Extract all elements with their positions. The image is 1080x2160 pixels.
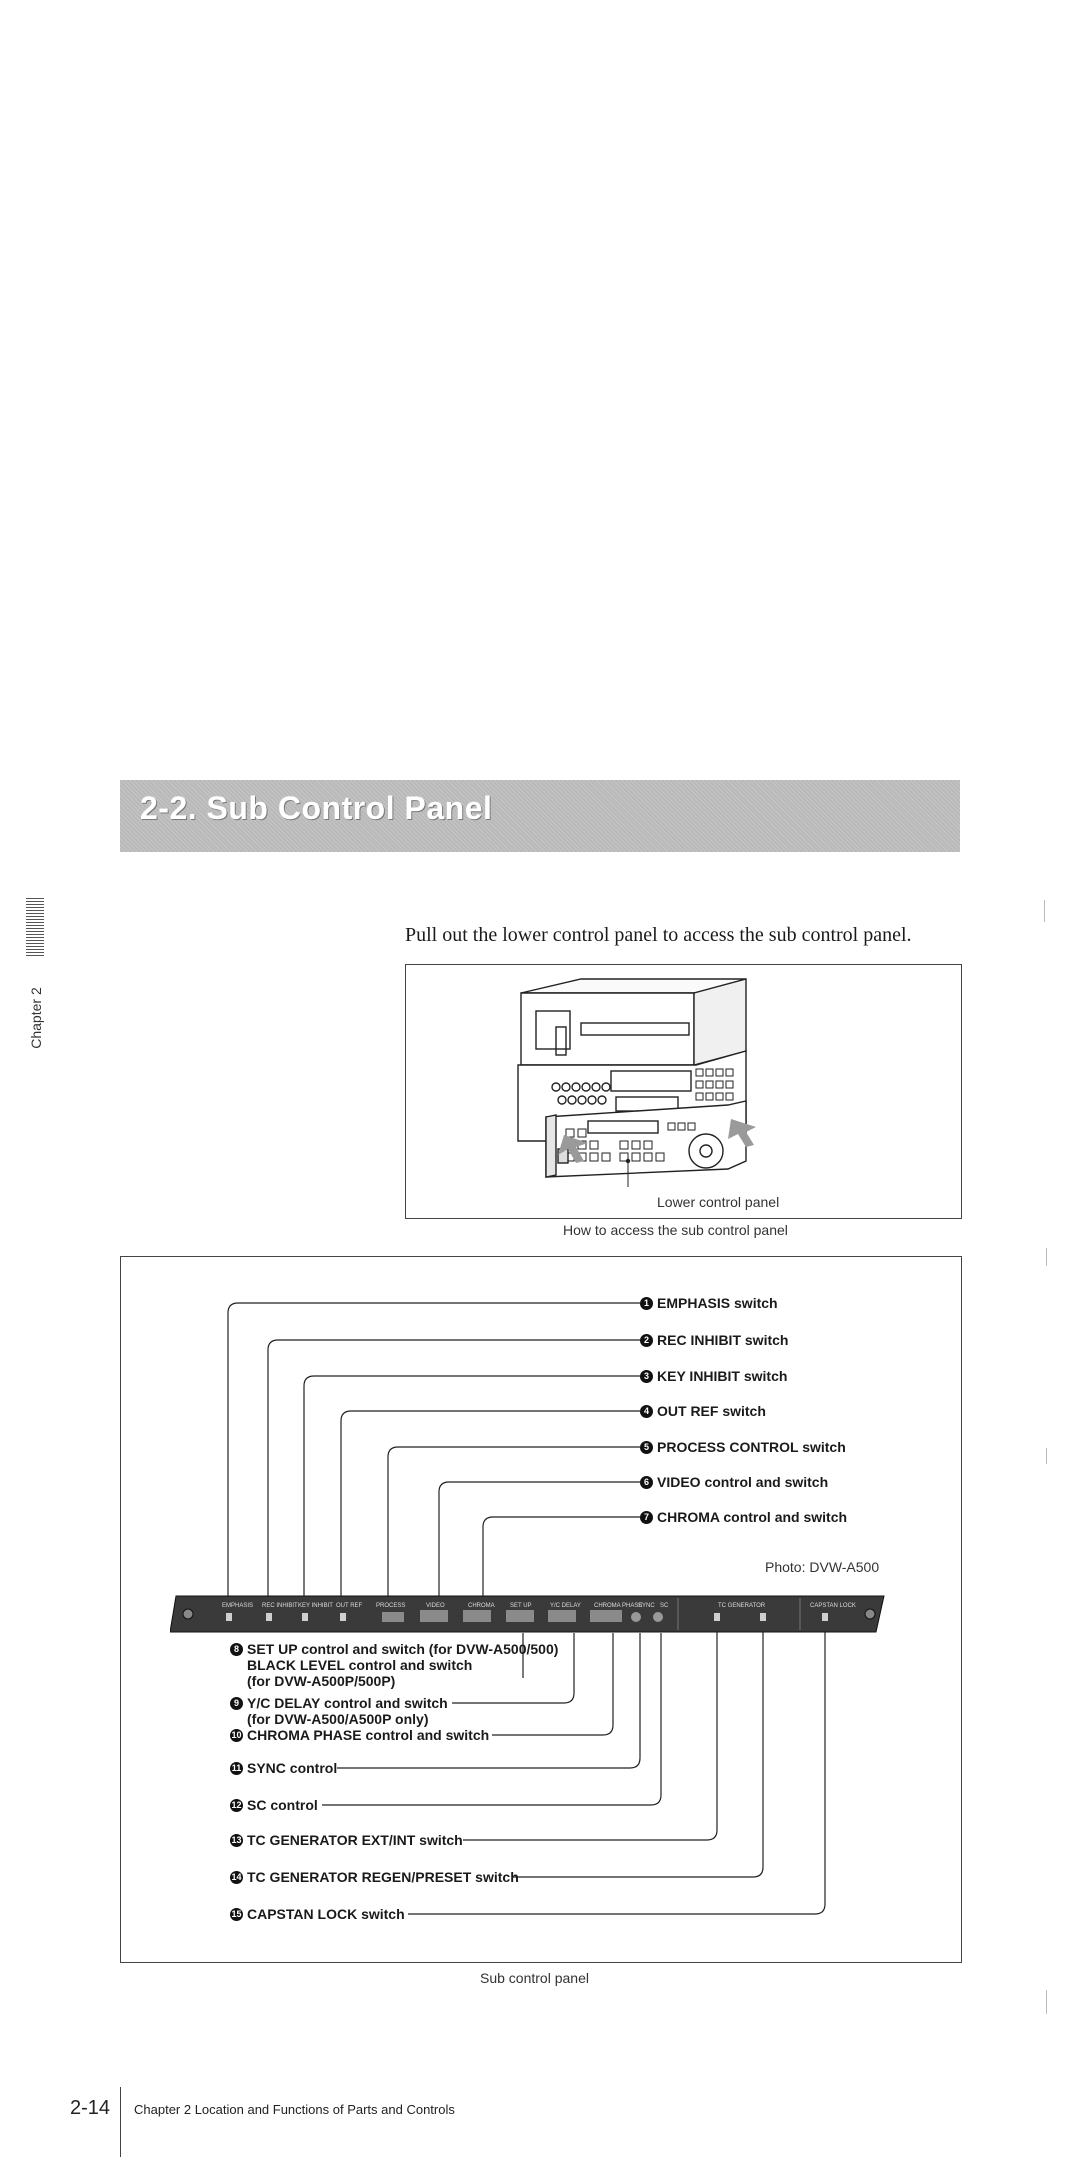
strip-label: SC <box>660 1603 669 1609</box>
callout-label: VIDEO control and switch <box>657 1474 829 1490</box>
callout-number: 10 <box>230 1728 243 1742</box>
callout-capstan-lock-switch: 15 CAPSTAN LOCK switch <box>230 1906 405 1922</box>
callout-label: (for DVW-A500/A500P only) <box>247 1711 429 1727</box>
vtr-illustration <box>517 978 756 1187</box>
panel-figure-caption: Sub control panel <box>480 1970 589 1986</box>
strip-label: KEY INHIBIT <box>298 1603 333 1609</box>
strip-label: CHROMA PHASE <box>594 1603 642 1609</box>
callout-label: PROCESS CONTROL switch <box>657 1439 846 1455</box>
footer-divider <box>120 2087 121 2157</box>
callout-chroma-control: 7 CHROMA control and switch <box>640 1509 847 1525</box>
callout-number: 3 <box>640 1369 653 1383</box>
callout-rec-inhibit-switch: 2 REC INHIBIT switch <box>640 1332 788 1348</box>
callout-out-ref-switch: 4 OUT REF switch <box>640 1403 766 1419</box>
callout-number: 8 <box>230 1642 243 1656</box>
callout-label: OUT REF switch <box>657 1403 766 1419</box>
callout-video-control: 6 VIDEO control and switch <box>640 1474 828 1490</box>
callout-chroma-phase-control: 10 CHROMA PHASE control and switch <box>230 1727 489 1743</box>
strip-label: VIDEO <box>426 1603 445 1609</box>
callout-label: (for DVW-A500P/500P) <box>247 1673 396 1689</box>
strip-label: CAPSTAN LOCK <box>810 1603 856 1609</box>
callout-yc-delay-control: 9 Y/C DELAY control and switch (for DVW-A… <box>230 1695 448 1727</box>
access-figure-caption: How to access the sub control panel <box>563 1222 788 1238</box>
callout-label: KEY INHIBIT switch <box>657 1368 788 1384</box>
callout-set-up-control: 8 SET UP control and switch (for DVW-A500… <box>230 1641 558 1689</box>
strip-label: EMPHASIS <box>222 1603 253 1609</box>
callout-label: Y/C DELAY control and switch <box>247 1695 448 1711</box>
callout-tc-generator-ext-int: 13 TC GENERATOR EXT/INT switch <box>230 1832 463 1848</box>
callout-label: SC control <box>247 1797 318 1813</box>
callout-number: 2 <box>640 1333 653 1347</box>
chapter-tab-marker <box>26 898 44 956</box>
pull-arrow-icon <box>558 1119 756 1163</box>
strip-label: Y/C DELAY <box>550 1603 581 1609</box>
lower-panel-callout: Lower control panel <box>657 1194 780 1210</box>
callout-number: 5 <box>640 1440 653 1454</box>
callout-label: TC GENERATOR REGEN/PRESET switch <box>247 1869 519 1885</box>
callout-number: 15 <box>230 1907 243 1921</box>
callout-sc-control: 12 SC control <box>230 1797 318 1813</box>
page-number: 2-14 <box>70 2097 111 2119</box>
callout-sync-control: 11 SYNC control <box>230 1760 337 1776</box>
intro-text: Pull out the lower control panel to acce… <box>405 924 912 946</box>
callout-emphasis-switch: 1 EMPHASIS switch <box>640 1295 778 1311</box>
strip-label: OUT REF <box>336 1603 363 1609</box>
margin-mark <box>1046 1990 1047 2014</box>
section-banner: 2-2. Sub Control Panel <box>120 780 960 852</box>
sub-control-panel-strip: EMPHASIS REC INHIBIT KEY INHIBIT OUT REF… <box>170 1595 885 1633</box>
callout-tc-generator-regen-preset: 14 TC GENERATOR REGEN/PRESET switch <box>230 1869 519 1885</box>
callout-number: 6 <box>640 1475 653 1489</box>
strip-label: REC INHIBIT <box>262 1603 298 1609</box>
strip-label: TC GENERATOR <box>718 1603 766 1609</box>
callout-key-inhibit-switch: 3 KEY INHIBIT switch <box>640 1368 787 1384</box>
callout-label: EMPHASIS switch <box>657 1295 778 1311</box>
callout-number: 14 <box>230 1870 243 1884</box>
callout-label: TC GENERATOR EXT/INT switch <box>247 1832 463 1848</box>
photo-credit: Photo: DVW-A500 <box>765 1559 880 1575</box>
callout-number: 7 <box>640 1510 653 1524</box>
callout-label: CAPSTAN LOCK switch <box>247 1906 405 1922</box>
strip-label: CHROMA <box>468 1603 495 1609</box>
margin-mark <box>1044 900 1045 922</box>
callout-number: 4 <box>640 1404 653 1418</box>
callout-label: CHROMA PHASE control and switch <box>247 1727 490 1743</box>
footer-chapter-text: Chapter 2 Location and Functions of Part… <box>134 2102 455 2117</box>
chapter-side-tab: Chapter 2 <box>16 898 50 1058</box>
margin-mark <box>1046 1448 1047 1464</box>
callout-number: 11 <box>230 1761 243 1775</box>
callout-label: CHROMA control and switch <box>657 1509 848 1525</box>
strip-label: PROCESS <box>376 1603 405 1609</box>
callout-number: 9 <box>230 1696 243 1710</box>
callout-label: BLACK LEVEL control and switch <box>247 1657 473 1673</box>
access-figure-frame <box>405 964 962 1219</box>
margin-mark <box>1046 1248 1047 1266</box>
callout-label: SYNC control <box>247 1760 338 1776</box>
strip-label: SYNC <box>638 1603 655 1609</box>
callout-process-control-switch: 5 PROCESS CONTROL switch <box>640 1439 846 1455</box>
callout-number: 1 <box>640 1296 653 1310</box>
callout-number: 12 <box>230 1798 243 1812</box>
strip-label: SET UP <box>510 1603 532 1609</box>
callout-label: SET UP control and switch (for DVW-A500/… <box>247 1641 559 1657</box>
section-title: 2-2. Sub Control Panel <box>140 790 493 826</box>
callout-label: REC INHIBIT switch <box>657 1332 789 1348</box>
callout-number: 13 <box>230 1833 243 1847</box>
